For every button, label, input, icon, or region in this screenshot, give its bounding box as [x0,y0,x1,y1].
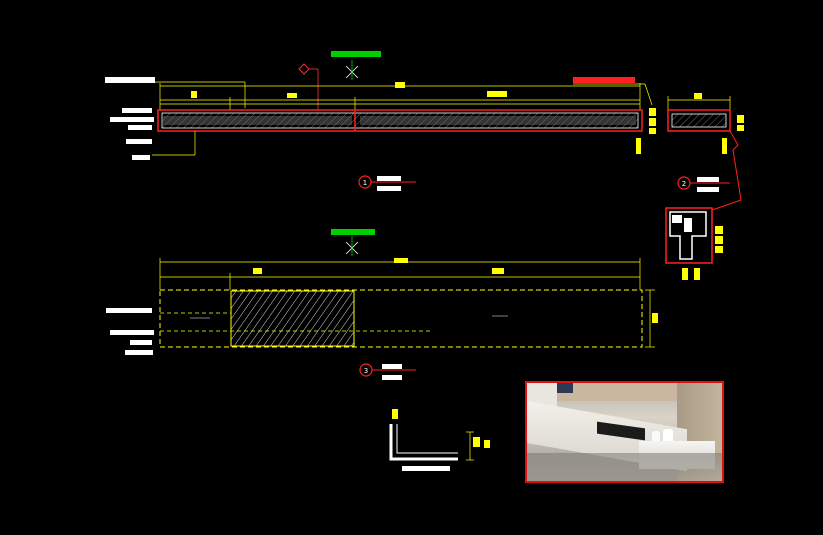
svg-text:1: 1 [363,179,367,187]
cabinet-section-outer [157,109,643,132]
plan-outline [159,289,643,348]
diamond-marker-icon [298,63,310,75]
svg-text:2: 2 [682,180,686,188]
reference-photo [525,381,724,483]
red-annotation-tag [573,77,635,83]
svg-text:3: 3 [364,367,368,375]
plan-view: 3 [106,229,658,380]
top-elevation: 1 [105,51,656,191]
green-title-top [331,51,381,57]
end-section: 2 [665,93,744,280]
enlarged-detail-box [665,207,713,264]
plan-hatched-area [230,290,355,347]
profile-detail [389,409,490,471]
end-section-box [667,109,731,132]
